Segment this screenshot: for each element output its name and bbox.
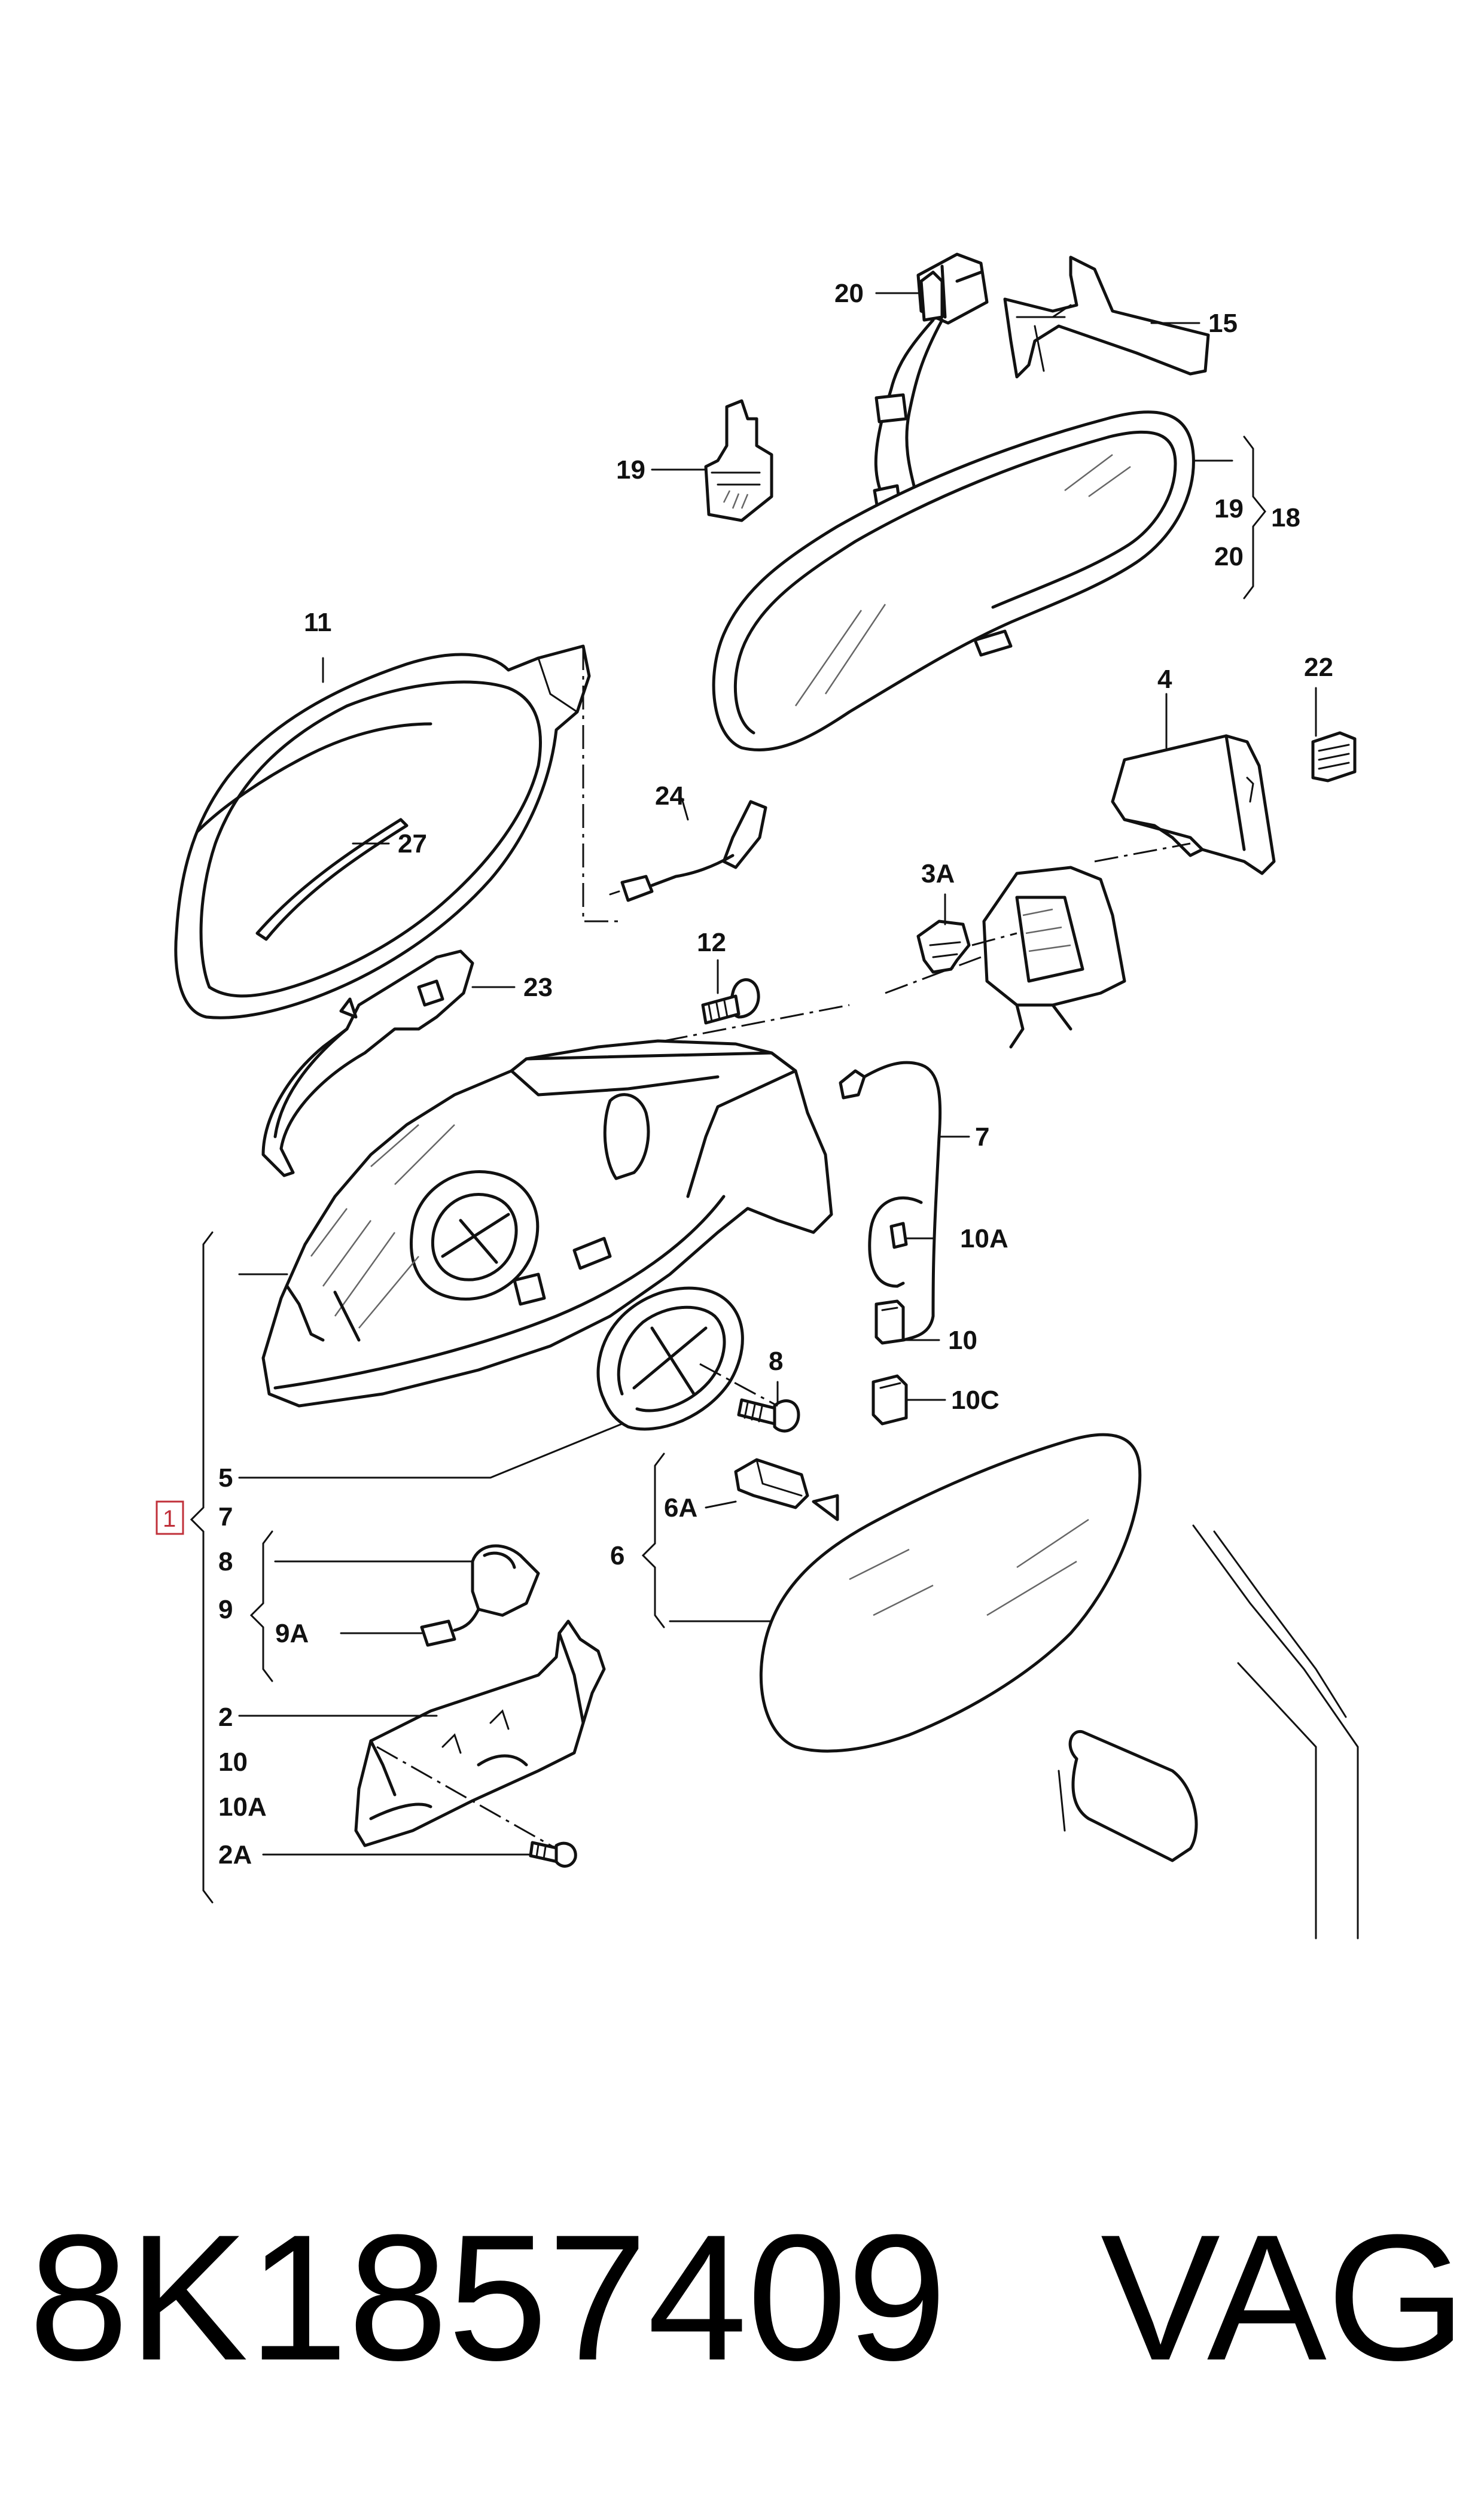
callout-1-box <box>156 1500 184 1535</box>
label-9: 9 <box>218 1595 233 1624</box>
part-number: 8K1857409 <box>29 2197 947 2398</box>
label-4: 4 <box>1157 665 1172 694</box>
part-4-bracket <box>1111 734 1276 875</box>
label-10: 10 <box>948 1326 977 1355</box>
label-24: 24 <box>655 781 684 811</box>
label-19-sub: 19 <box>1214 494 1244 523</box>
label-2A: 2A <box>218 1840 252 1870</box>
label-20: 20 <box>834 279 864 308</box>
label-20-sub: 20 <box>1214 542 1244 571</box>
part-3A-rivet <box>916 919 971 974</box>
label-7-sub: 7 <box>218 1502 233 1531</box>
part-8-screw <box>737 1398 800 1433</box>
part-5-motor <box>596 1286 744 1431</box>
label-22: 22 <box>1304 653 1333 682</box>
label-10A-sub: 10A <box>218 1792 267 1822</box>
label-9A: 9A <box>275 1619 309 1648</box>
label-15: 15 <box>1208 309 1238 338</box>
part-18-interior-mirror <box>712 410 1195 751</box>
label-27: 27 <box>398 829 427 858</box>
label-18: 18 <box>1271 503 1300 532</box>
label-12: 12 <box>697 928 726 957</box>
part-10-connector <box>874 1299 905 1345</box>
label-6A: 6A <box>664 1493 697 1523</box>
part-2-bottom-cover <box>354 1619 606 1847</box>
part-2A-screw <box>529 1841 577 1868</box>
label-23: 23 <box>523 973 553 1002</box>
part-7-harness <box>839 1061 942 1342</box>
label-19: 19 <box>616 455 645 485</box>
label-10C: 10C <box>951 1386 1000 1415</box>
brand-name: VAG <box>1101 2197 1467 2398</box>
label-7: 7 <box>975 1122 989 1152</box>
label-5: 5 <box>218 1463 233 1493</box>
part-19-sensor <box>704 399 773 522</box>
label-10A: 10A <box>960 1224 1008 1253</box>
part-11-housing-cap <box>174 644 591 1019</box>
part-10C-connector <box>871 1374 908 1426</box>
part-12-screw <box>701 978 760 1025</box>
label-6: 6 <box>610 1541 624 1570</box>
part-22-connector <box>1311 731 1357 783</box>
label-1: 1 <box>163 1506 176 1532</box>
part-15-cover <box>1003 255 1210 379</box>
mirror-base-plate <box>982 866 1126 1049</box>
label-8: 8 <box>769 1347 783 1376</box>
braces <box>190 436 1266 1904</box>
label-2: 2 <box>218 1703 233 1732</box>
label-11: 11 <box>304 608 332 637</box>
label-10-sub: 10 <box>218 1747 248 1777</box>
part-6A-clip <box>734 1458 809 1509</box>
leader-lines <box>238 292 1317 1856</box>
part-23-bracket <box>261 949 474 1177</box>
label-8-sub: 8 <box>218 1547 233 1576</box>
mirror-housing <box>261 1039 833 1408</box>
car-door-outline <box>1058 1524 1359 1940</box>
part-24-cable <box>609 800 767 902</box>
callout-labels: 20 15 19 19 18 20 11 22 4 24 27 3A 12 23… <box>163 279 1333 1870</box>
part-6-mirror-glass <box>759 1433 1142 1753</box>
part-9-lamp <box>420 1544 540 1647</box>
label-3A: 3A <box>921 859 955 888</box>
